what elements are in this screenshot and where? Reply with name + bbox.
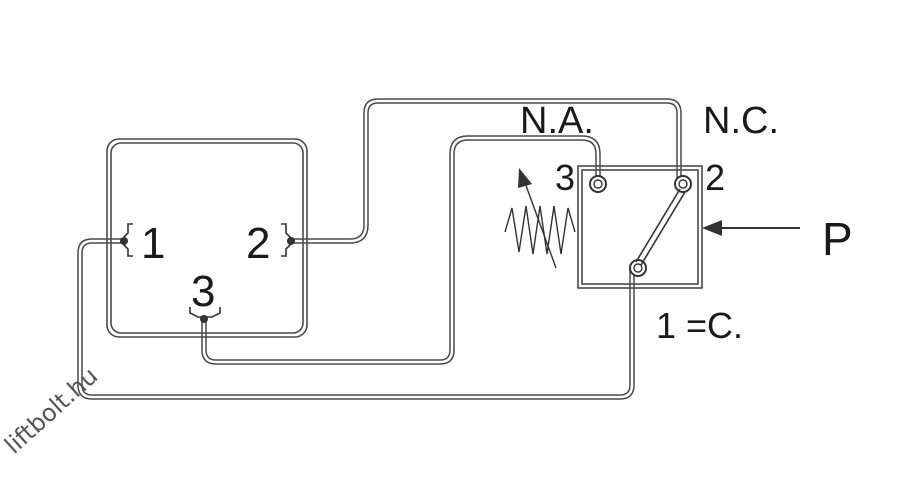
wire-na — [201, 139, 597, 365]
common-terminal-label: 1 =C. — [656, 305, 743, 346]
switch-contact-lever — [635, 188, 686, 266]
left-terminal-1-label: 1 — [141, 219, 165, 268]
wires — [77, 98, 682, 400]
left-terminal-3 — [189, 307, 221, 323]
switch-terminal-2-circle — [674, 175, 692, 193]
left-terminal-3-label: 3 — [191, 267, 215, 316]
watermark: liftbolt.hu — [0, 362, 103, 460]
nc-label: N.C. — [703, 100, 779, 142]
wire-nc-inner — [293, 102, 678, 244]
wire-na-inner — [205, 135, 601, 361]
left-terminal-1 — [120, 223, 133, 257]
wire-nc — [293, 98, 682, 240]
left-device-box — [106, 138, 308, 338]
pressure-switch-box — [577, 165, 703, 289]
pressure-arrow-icon — [702, 220, 800, 236]
wire-common-inner — [81, 242, 631, 396]
switch-terminal-2-label: 2 — [705, 157, 725, 198]
left-terminal-2 — [281, 223, 295, 257]
adjustment-spring-icon — [504, 168, 576, 269]
left-terminal-2-label: 2 — [246, 219, 270, 268]
switch-terminal-3-label: 3 — [555, 157, 575, 198]
switch-terminal-3-circle — [589, 175, 607, 193]
switch-terminal-1-circle — [629, 259, 647, 277]
wire-common — [77, 238, 635, 400]
pressure-label: P — [822, 213, 853, 265]
na-label: N.A. — [520, 100, 594, 142]
